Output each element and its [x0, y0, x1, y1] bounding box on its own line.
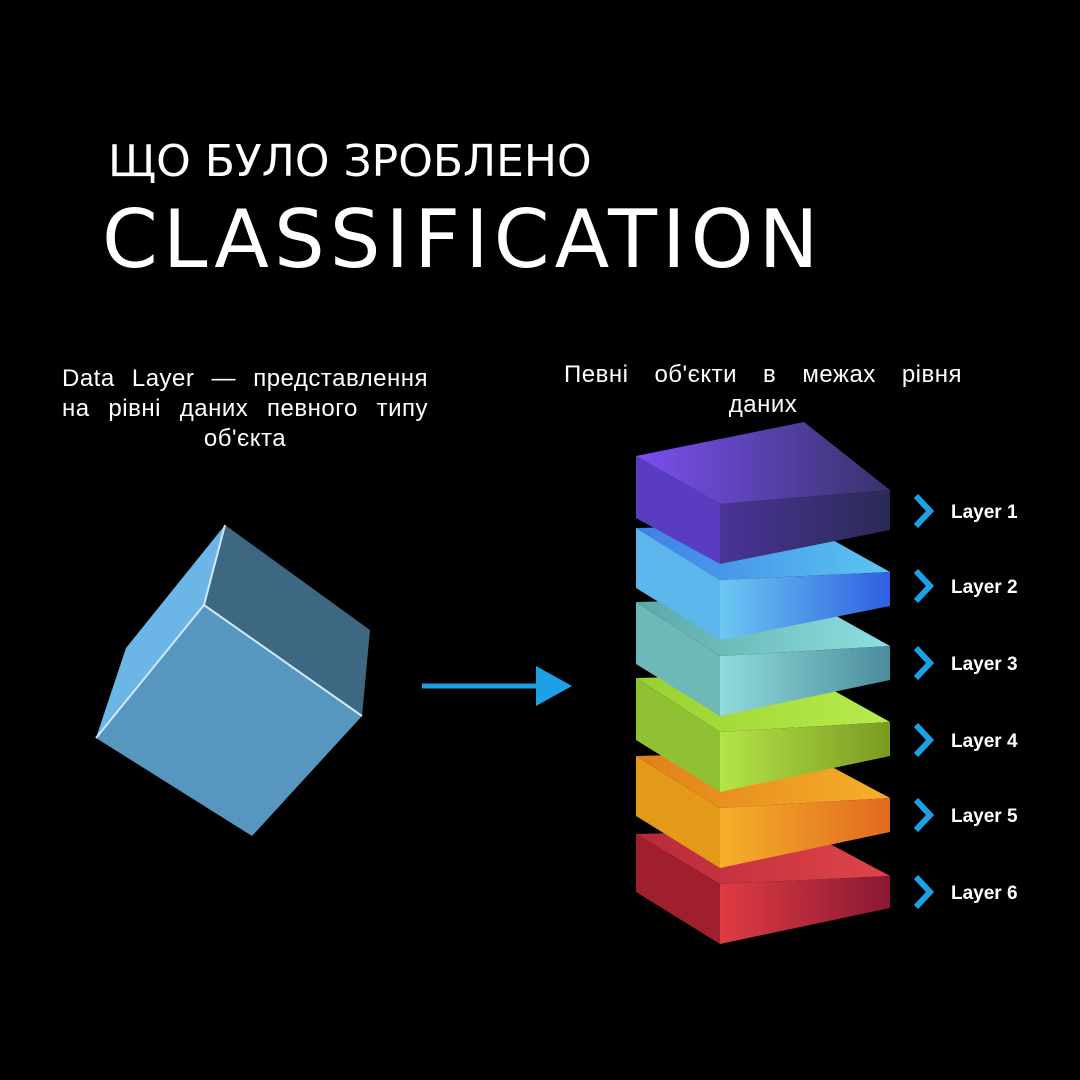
data-layer-cube — [95, 524, 370, 836]
chevron-right-icon — [913, 568, 935, 604]
chevron-right-icon — [913, 797, 935, 833]
cube-right-face — [204, 525, 370, 716]
layer-5-marker: Layer 5 — [913, 797, 1018, 833]
layer-4-marker: Layer 4 — [913, 722, 1018, 758]
data-layer-description: Data Layer — представлення на рівні дани… — [62, 365, 428, 452]
cube-edge-top — [203, 524, 226, 606]
layer-stack — [636, 422, 890, 944]
chevron-right-icon — [913, 874, 935, 910]
cube-front-face — [96, 605, 362, 836]
layer-6-label: Layer 6 — [951, 883, 1018, 904]
chevron-right-icon — [913, 645, 935, 681]
layer-4-label: Layer 4 — [951, 731, 1018, 752]
layer-1-marker: Layer 1 — [913, 493, 1018, 529]
cube-left-face — [96, 525, 225, 738]
page-title: CLASSIFICATION — [102, 193, 824, 286]
layer-6-marker: Layer 6 — [913, 874, 1018, 910]
layer-1-slab — [636, 422, 890, 564]
section-subtitle: ЩО БУЛО ЗРОБЛЕНО — [108, 136, 592, 187]
layer-2-label: Layer 2 — [951, 577, 1018, 598]
layer-5-label: Layer 5 — [951, 806, 1018, 827]
transform-arrow — [422, 666, 572, 706]
chevron-right-icon — [913, 493, 935, 529]
layer-1-label: Layer 1 — [951, 502, 1018, 523]
layer-3-label: Layer 3 — [951, 654, 1018, 675]
layer-2-marker: Layer 2 — [913, 568, 1018, 604]
layer-3-marker: Layer 3 — [913, 645, 1018, 681]
chevron-right-icon — [913, 722, 935, 758]
objects-description: Певні об'єкти в межах рівня даних — [564, 361, 962, 418]
